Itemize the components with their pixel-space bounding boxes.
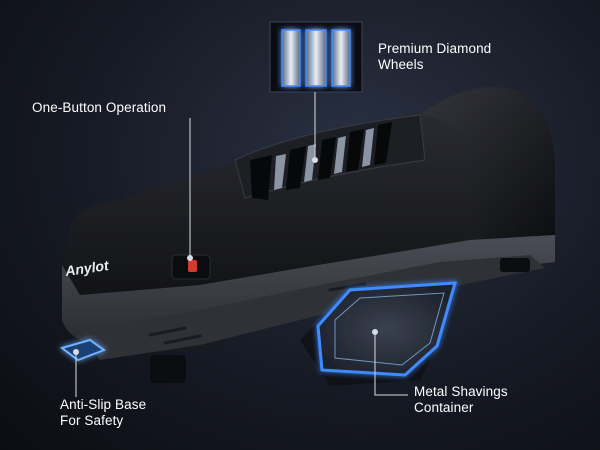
- brand-logo: Anylot: [63, 257, 111, 279]
- callout-anti-slip-line2: For Safety: [60, 413, 124, 428]
- callout-shavings-line1: Metal Shavings: [414, 384, 508, 399]
- callout-diamond-wheels-line2: Wheels: [378, 57, 424, 72]
- foot-left: [150, 355, 186, 383]
- anti-slip-pad: [59, 338, 107, 362]
- shavings-tray: [300, 281, 458, 386]
- callout-shavings-container: Metal Shavings Container: [414, 384, 508, 416]
- sharpener-rear-hump: [420, 87, 555, 241]
- sharpening-slots: [250, 122, 392, 200]
- callout-anti-slip-line1: Anti-Slip Base: [60, 397, 147, 412]
- callout-one-button: One-Button Operation: [32, 100, 166, 116]
- power-button-icon[interactable]: [171, 254, 211, 280]
- diamond-wheel-inset: [269, 21, 363, 93]
- callout-leaders: [73, 92, 408, 397]
- slot-highlights: [274, 128, 374, 190]
- callout-diamond-wheels: Premium Diamond Wheels: [378, 41, 491, 73]
- foot-right: [500, 258, 530, 272]
- callout-anti-slip: Anti-Slip Base For Safety: [60, 397, 146, 429]
- bottom-plate: [80, 255, 545, 360]
- callout-diamond-wheels-line1: Premium Diamond: [378, 41, 492, 56]
- callout-one-button-line1: One-Button Operation: [32, 100, 167, 115]
- sharpener-body: [62, 97, 555, 295]
- callout-shavings-line2: Container: [414, 400, 474, 415]
